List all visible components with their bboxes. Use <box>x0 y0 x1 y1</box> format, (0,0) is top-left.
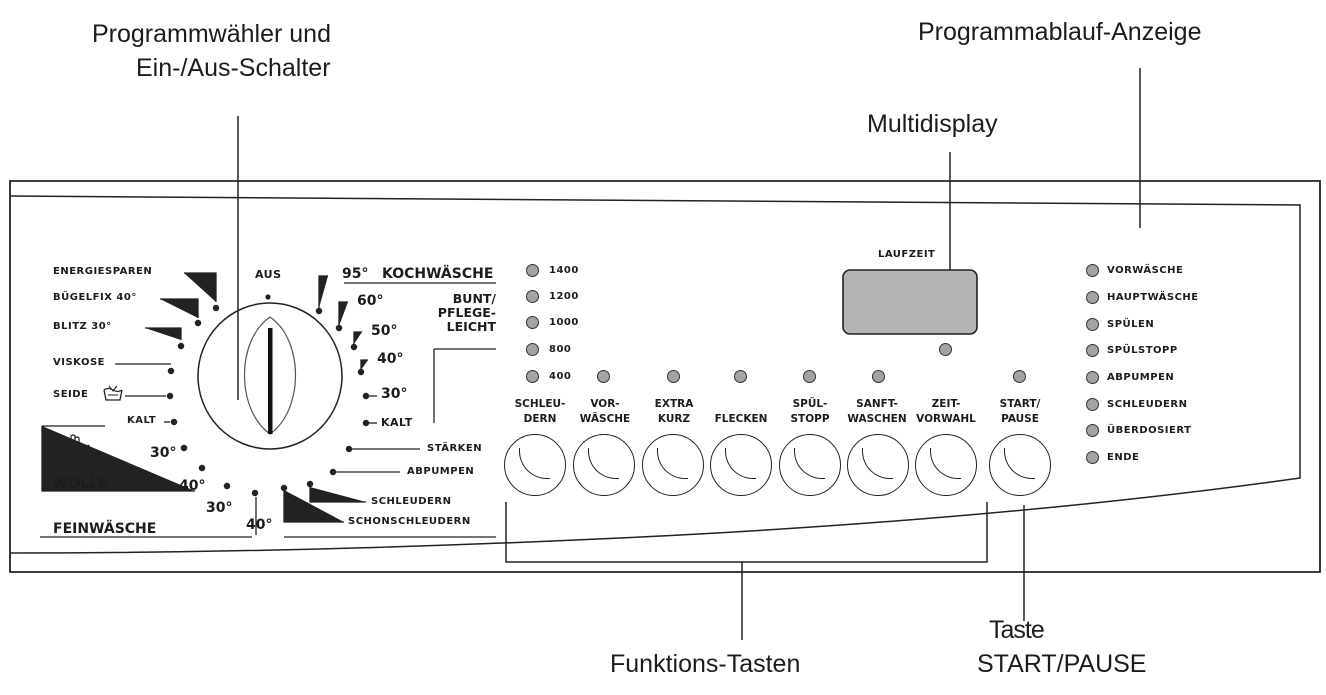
left-program-marks <box>40 272 259 538</box>
button-label-flecken: FLECKEN <box>714 413 768 425</box>
button-label-vorwaesche: VOR-WÄSCHE <box>579 398 631 425</box>
status-led-vorwaesche <box>1086 264 1099 277</box>
led-spuelstopp <box>803 370 816 383</box>
led-zeitvorwahl <box>939 343 952 356</box>
spin-led-400 <box>526 370 539 383</box>
panel-inner-face <box>9 195 1301 554</box>
label-schonschleudern: SCHONSCHLEUDERN <box>348 516 471 527</box>
led-extra-kurz <box>667 370 680 383</box>
led-vorwaesche <box>597 370 610 383</box>
spin-label-1200: 1200 <box>549 291 579 302</box>
label-buegelfix: BÜGELFIX 40° <box>53 292 137 303</box>
label-abpumpen: ABPUMPEN <box>407 466 475 477</box>
label-feinwaesche: FEINWÄSCHE <box>53 521 157 537</box>
led-flecken <box>734 370 747 383</box>
multidisplay-screen <box>842 269 978 335</box>
label-30: 30° <box>381 386 408 402</box>
zeitvorwahl-button[interactable] <box>915 434 977 496</box>
button-label-zeitvorwahl: ZEIT-VORWAHL <box>916 398 976 425</box>
label-bunt-line3: LEICHT <box>446 319 496 334</box>
status-label-vorwaesche: VORWÄSCHE <box>1107 265 1184 276</box>
spuelstopp-button[interactable] <box>779 434 841 496</box>
spin-label-1000: 1000 <box>549 317 579 328</box>
status-led-ende <box>1086 451 1099 464</box>
label-aus: AUS <box>255 268 282 281</box>
led-sanftwaschen <box>872 370 885 383</box>
extra-kurz-button[interactable] <box>642 434 704 496</box>
label-kochwaesche: KOCHWÄSCHE <box>382 266 494 282</box>
label-kalt-left: KALT <box>127 415 157 426</box>
spin-led-800 <box>526 343 539 356</box>
label-fein-30: 30° <box>206 500 233 516</box>
callout-multidisplay: Multidisplay <box>867 110 998 138</box>
callout-funktionstasten: Funktions-Tasten <box>610 650 801 678</box>
label-95: 95° <box>342 266 369 282</box>
status-label-spuelen: SPÜLEN <box>1107 319 1155 330</box>
spin-led-1200 <box>526 290 539 303</box>
label-60: 60° <box>357 293 384 309</box>
status-label-ende: ENDE <box>1107 452 1140 463</box>
label-wolle-30: 30° <box>150 445 177 461</box>
label-fein-40: 40° <box>246 517 273 533</box>
spin-led-1400 <box>526 264 539 277</box>
panel-outer-frame <box>9 180 1321 573</box>
spin-label-800: 800 <box>549 344 572 355</box>
spin-led-1000 <box>526 316 539 329</box>
label-blitz: BLITZ 30° <box>53 321 112 332</box>
label-energiesparen: ENERGIESPAREN <box>53 266 153 277</box>
sanftwaschen-button[interactable] <box>847 434 909 496</box>
callout-programmwaehler-line1: Programmwähler und <box>92 20 331 48</box>
label-wolle: WOLLE <box>53 476 108 492</box>
status-led-spuelen <box>1086 318 1099 331</box>
status-label-abpumpen: ABPUMPEN <box>1107 372 1175 383</box>
status-led-hauptwaesche <box>1086 291 1099 304</box>
label-bunt-line1: BUNT/ <box>452 291 496 306</box>
silk-care-icon <box>103 385 123 401</box>
callout-taste-line1: Taste <box>989 616 1045 644</box>
label-50: 50° <box>371 323 398 339</box>
status-led-ueberdosiert <box>1086 424 1099 437</box>
callout-programmwaehler-line2: Ein-/Aus-Schalter <box>136 54 331 82</box>
start-pause-button[interactable] <box>989 434 1051 496</box>
wool-handwash-icon <box>64 434 90 458</box>
status-label-schleudern: SCHLEUDERN <box>1107 399 1188 410</box>
status-led-schleudern <box>1086 398 1099 411</box>
leader-funktionstasten <box>505 502 988 640</box>
program-dial-pointer <box>268 328 273 434</box>
aus-mark <box>265 294 271 300</box>
label-40: 40° <box>377 351 404 367</box>
status-label-hauptwaesche: HAUPTWÄSCHE <box>1107 292 1199 303</box>
right-program-marks <box>280 275 496 538</box>
status-label-spuelstopp: SPÜLSTOPP <box>1107 345 1178 356</box>
button-label-start-pause: START/PAUSE <box>999 398 1041 425</box>
status-label-ueberdosiert: ÜBERDOSIERT <box>1107 425 1192 436</box>
button-label-sanftwaschen: SANFT-WASCHEN <box>847 398 907 425</box>
led-start-pause <box>1013 370 1026 383</box>
label-bunt-line2: PFLEGE- <box>437 305 496 320</box>
label-seide: SEIDE <box>53 389 89 400</box>
spin-label-1400: 1400 <box>549 265 579 276</box>
label-staerken: STÄRKEN <box>427 443 483 454</box>
label-kalt-right: KALT <box>381 416 413 429</box>
button-label-schleudern: SCHLEU-DERN <box>514 398 566 425</box>
status-led-spuelstopp <box>1086 344 1099 357</box>
label-viskose: VISKOSE <box>53 357 105 368</box>
vorwaesche-button[interactable] <box>573 434 635 496</box>
callout-programmablauf: Programmablauf-Anzeige <box>918 18 1202 46</box>
flecken-button[interactable] <box>710 434 772 496</box>
spin-label-400: 400 <box>549 371 572 382</box>
schleudern-button[interactable] <box>504 434 566 496</box>
label-wolle-40: 40° <box>179 478 206 494</box>
display-label-laufzeit: LAUFZEIT <box>878 249 936 260</box>
button-label-spuelstopp: SPÜL-STOPP <box>790 398 830 425</box>
callout-taste-line2: START/PAUSE <box>977 650 1147 678</box>
status-led-abpumpen <box>1086 371 1099 384</box>
label-schleudern: SCHLEUDERN <box>371 496 452 507</box>
